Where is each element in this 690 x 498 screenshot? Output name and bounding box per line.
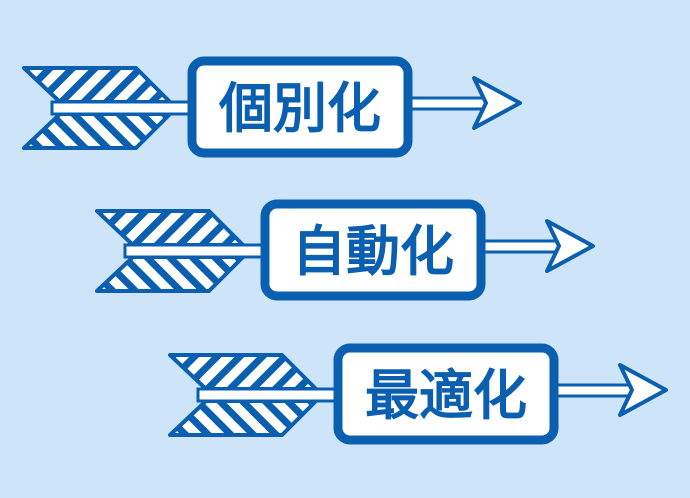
fletching-lower	[22, 112, 172, 150]
fletching-lower	[168, 399, 318, 437]
arrowhead	[618, 363, 668, 417]
shaft-left	[196, 387, 342, 403]
arrow-label: 自動化	[292, 220, 454, 283]
shaft-right	[402, 96, 492, 111]
arrow: 最適化	[168, 343, 668, 445]
shaft-right	[548, 383, 638, 398]
shaft-right	[475, 239, 565, 254]
arrow-label: 最適化	[365, 364, 527, 427]
label-box	[260, 199, 486, 301]
shaft-left	[50, 100, 196, 116]
arrow: 個別化	[22, 56, 522, 158]
label-box	[333, 343, 559, 445]
arrow-label: 個別化	[218, 77, 381, 140]
arrow: 自動化	[95, 199, 595, 301]
arrowhead	[545, 219, 595, 273]
label-box	[187, 56, 413, 158]
fletching-upper	[168, 353, 318, 391]
fletching-upper	[22, 66, 172, 104]
shaft-left	[123, 243, 269, 259]
arrowhead	[472, 76, 522, 130]
fletching-lower	[95, 255, 245, 293]
fletching-upper	[95, 209, 245, 247]
